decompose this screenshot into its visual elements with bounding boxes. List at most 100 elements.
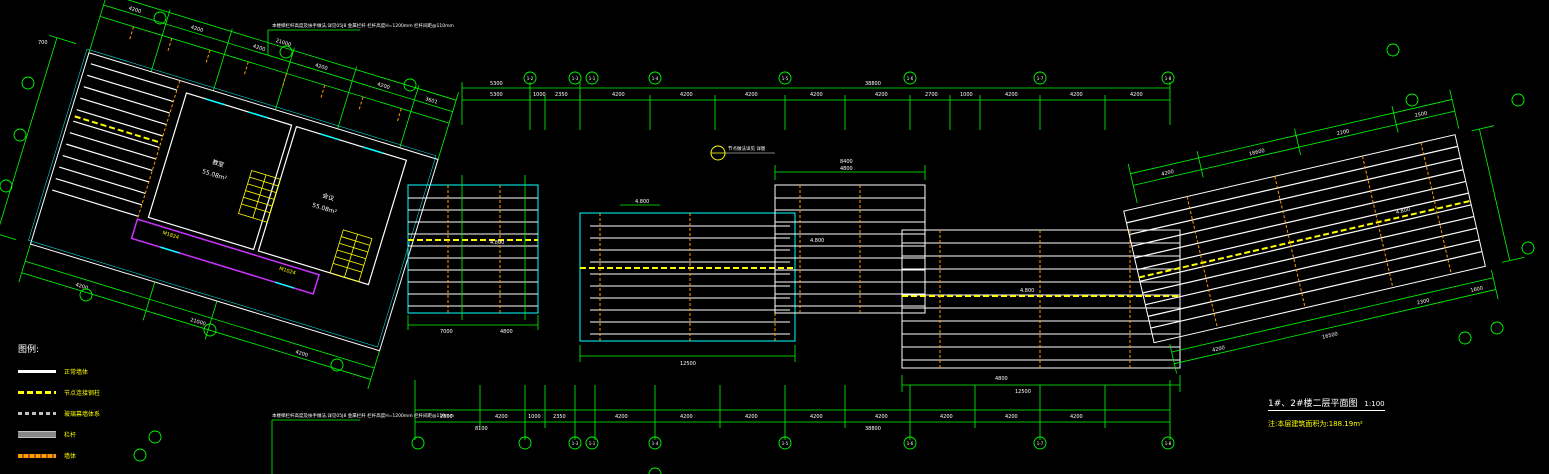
legend-label: 玻璃幕墙体系 <box>64 411 101 418</box>
left-building: 教室 55.08m² 会议 55.08m² M1824 M1024 4200 4… <box>0 0 459 390</box>
bridge-segment-3: 8400 4800 4.800 <box>774 159 926 314</box>
right-building: 4200 18600 2200 2500 4200 16500 2300 160… <box>1123 89 1525 374</box>
top-dim-total: 38800 <box>865 81 881 87</box>
svg-text:4.800: 4.800 <box>635 199 649 205</box>
svg-text:1-2: 1-2 <box>527 76 534 81</box>
svg-text:1-7: 1-7 <box>1037 76 1044 81</box>
drawing-scale: 1:100 <box>1364 400 1385 408</box>
door-tag-1: M1824 <box>162 230 180 241</box>
svg-text:4200: 4200 <box>1070 414 1083 420</box>
svg-text:4200: 4200 <box>314 63 328 72</box>
svg-text:4200: 4200 <box>940 414 953 420</box>
right-axis-bubbles <box>1386 43 1535 345</box>
bottom-dimension-chain <box>414 380 1171 440</box>
svg-text:1-6: 1-6 <box>907 441 914 446</box>
svg-text:4200: 4200 <box>295 349 309 358</box>
legend-label: 墙体 <box>64 453 77 460</box>
svg-text:2200: 2200 <box>1336 128 1350 137</box>
legend-item-steel-column: 节点连接钢柱 <box>18 382 138 403</box>
room-name-2: 会议 <box>321 191 335 202</box>
drawing-title-text: 1#、2#楼二层平面图 <box>1268 399 1358 409</box>
svg-text:2300: 2300 <box>1416 298 1430 307</box>
top-dim-2: 1000 <box>533 92 546 98</box>
bottom-dimension-texts: 2500 4200 1000 2350 4200 4200 4200 4200 … <box>440 414 1083 432</box>
bottom-axis-bubbles <box>411 436 1175 474</box>
legend-item-railing: 栏杆 <box>18 424 138 445</box>
svg-text:21000: 21000 <box>189 317 206 327</box>
top-axis-labels: 1-2 1-3 1-1 1-4 1-5 1-6 1-7 1-8 <box>527 76 1172 81</box>
legend: 图例: 正常墙体 节点连接钢柱 玻璃幕墙体系 栏杆 墙体 <box>18 342 138 466</box>
svg-text:4200: 4200 <box>1212 345 1226 354</box>
legend-title: 图例: <box>18 345 40 355</box>
svg-text:1-4: 1-4 <box>652 76 659 81</box>
svg-text:8100: 8100 <box>475 426 488 432</box>
top-dim-4: 4200 <box>612 92 625 98</box>
left-top-dims: 700 <box>38 40 48 46</box>
left-top-note-line <box>267 29 360 474</box>
svg-text:4.800: 4.800 <box>1395 207 1410 216</box>
top-dim-10: 1000 <box>960 92 973 98</box>
svg-text:4200: 4200 <box>252 44 266 53</box>
svg-text:4200: 4200 <box>190 25 204 34</box>
top-dim-total-left: 5300 <box>490 81 503 87</box>
svg-text:4200: 4200 <box>495 414 508 420</box>
svg-text:8400: 8400 <box>840 159 853 165</box>
legend-swatch-masonry <box>18 453 56 458</box>
svg-text:2500: 2500 <box>1414 110 1428 119</box>
bottom-axis-labels: 1-3 1-1 1-4 1-5 1-6 1-7 1-8 <box>572 441 1172 446</box>
top-dim-8: 4200 <box>875 92 888 98</box>
svg-text:700: 700 <box>38 40 48 46</box>
title-block: 1#、2#楼二层平面图 1:100 注:本层建筑面积为:188.19m² <box>1268 396 1385 429</box>
legend-label: 正常墙体 <box>64 369 89 376</box>
legend-swatch-steel-column <box>18 391 56 394</box>
svg-text:1-1: 1-1 <box>589 76 596 81</box>
callout-text: 节点做法详见 详图 <box>728 145 766 152</box>
svg-text:4200: 4200 <box>745 414 758 420</box>
top-dim-5: 4200 <box>680 92 693 98</box>
bridge-segment-4: 12500 4.800 4800 <box>901 229 1181 395</box>
legend-label: 栏杆 <box>64 432 77 439</box>
svg-text:2500: 2500 <box>440 414 453 420</box>
svg-text:4.800: 4.800 <box>1020 288 1034 294</box>
svg-text:1-5: 1-5 <box>782 76 789 81</box>
svg-text:4200: 4200 <box>75 282 89 291</box>
svg-text:1-3: 1-3 <box>572 76 579 81</box>
top-axis-bubbles <box>523 71 1175 85</box>
svg-text:4200: 4200 <box>615 414 628 420</box>
legend-label: 节点连接钢柱 <box>64 390 101 397</box>
svg-text:4200: 4200 <box>1161 169 1175 178</box>
bridge-segment-1: 7000 4800 4.800 <box>407 175 539 335</box>
svg-text:4200: 4200 <box>128 6 142 15</box>
svg-text:1600: 1600 <box>1470 285 1484 294</box>
svg-text:4200: 4200 <box>1005 414 1018 420</box>
svg-text:4800: 4800 <box>840 166 853 172</box>
svg-text:4200: 4200 <box>376 82 390 91</box>
svg-text:3601: 3601 <box>424 96 438 105</box>
svg-text:4800: 4800 <box>500 329 513 335</box>
stair-note-top: 本楼梯栏杆高度及扶手做法,详见05J8 金属栏杆 栏杆高度H=1200mm 栏杆… <box>272 22 454 29</box>
svg-text:2350: 2350 <box>553 414 566 420</box>
stair-note-bottom: 本楼梯栏杆高度及扶手做法,详见05J8 金属栏杆 栏杆高度H=1200mm 栏杆… <box>272 412 454 419</box>
svg-text:21000: 21000 <box>275 38 292 48</box>
detail-callout: 节点做法详见 详图 <box>710 145 775 161</box>
top-dim-13: 4200 <box>1130 92 1143 98</box>
legend-item-wall: 正常墙体 <box>18 361 138 382</box>
top-dimension-chain <box>461 82 1171 130</box>
legend-swatch-wall <box>18 370 56 373</box>
svg-text:4.800: 4.800 <box>490 240 504 246</box>
area-note: 注:本层建筑面积为:188.19m² <box>1268 420 1363 428</box>
legend-item-masonry: 墙体 <box>18 445 138 466</box>
legend-swatch-glass-curtain <box>18 412 56 415</box>
left-stair-notes: 本楼梯栏杆高度及扶手做法,详见05J8 金属栏杆 栏杆高度H=1200mm 栏杆… <box>272 22 454 419</box>
top-dim-7: 4200 <box>810 92 823 98</box>
svg-text:1-5: 1-5 <box>782 441 789 446</box>
svg-text:1-6: 1-6 <box>907 76 914 81</box>
svg-text:1-4: 1-4 <box>652 441 659 446</box>
svg-text:1-1: 1-1 <box>589 441 596 446</box>
svg-text:1-8: 1-8 <box>1165 441 1172 446</box>
drawing-title: 1#、2#楼二层平面图 1:100 <box>1268 396 1385 411</box>
svg-text:7000: 7000 <box>440 329 453 335</box>
svg-text:4200: 4200 <box>875 414 888 420</box>
room-name-1: 教室 <box>211 158 225 169</box>
